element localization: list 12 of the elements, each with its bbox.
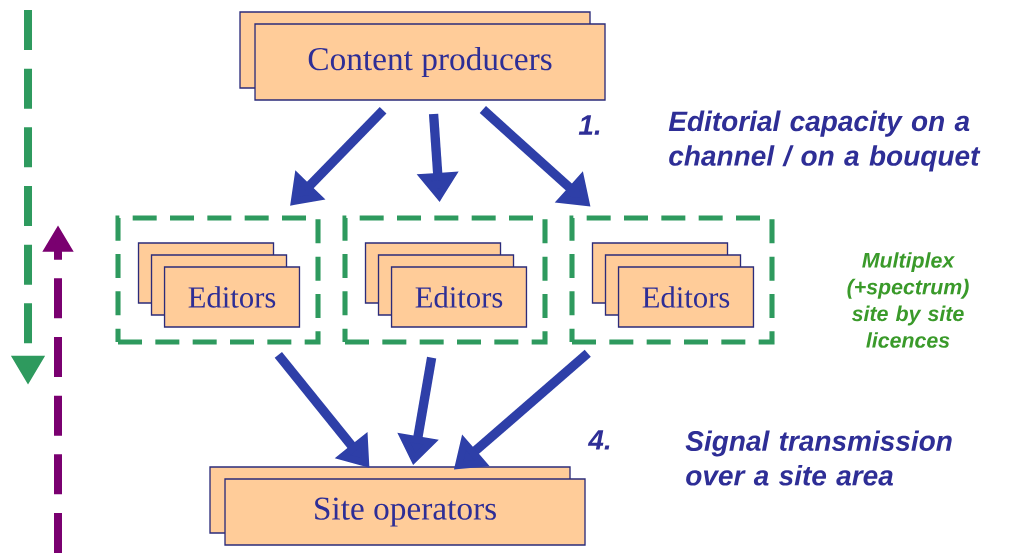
stacked-box: Content producers xyxy=(239,11,606,101)
stacked-box: Editors xyxy=(364,242,528,328)
dashed-group-box xyxy=(569,215,775,345)
note-text: Multiplex (+spectrum) site by site licences xyxy=(847,252,969,348)
stacked-box: Editors xyxy=(137,242,301,328)
dashed-group-box xyxy=(115,215,321,345)
dashed-group-box xyxy=(342,215,548,345)
note-text: Editorial capacity on a channel / on a bouquet xyxy=(668,110,981,172)
note-text: 4. xyxy=(587,430,610,450)
note-text: Signal transmission over a site area xyxy=(685,430,952,486)
stacked-box: Site operators xyxy=(209,466,586,546)
stacked-box: Editors xyxy=(591,242,755,328)
